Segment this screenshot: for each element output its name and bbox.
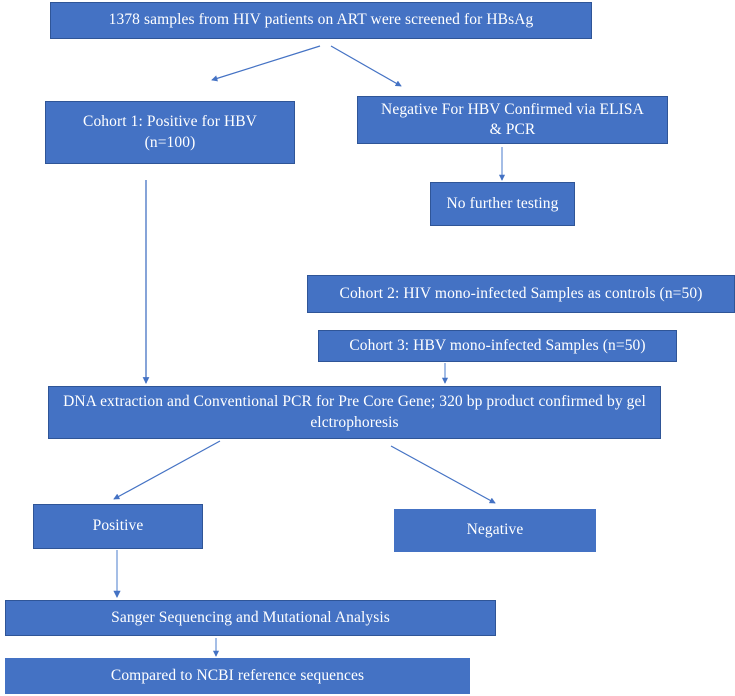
node-cohort-2-label: Cohort 2: HIV mono-infected Samples as c…	[339, 284, 703, 302]
node-negative-hbv-elisa-pcr[interactable]: Negative For HBV Confirmed via ELISA & P…	[357, 96, 668, 144]
node-dna-extraction-pcr-label: DNA extraction and Conventional PCR for …	[63, 393, 646, 431]
node-cohort-3[interactable]: Cohort 3: HBV mono-infected Samples (n=5…	[318, 330, 677, 362]
node-pcr-negative-label: Negative	[466, 521, 524, 539]
node-sanger-sequencing[interactable]: Sanger Sequencing and Mutational Analysi…	[5, 600, 496, 636]
node-screened-samples[interactable]: 1378 samples from HIV patients on ART we…	[50, 2, 592, 39]
node-pcr-positive-label: Positive	[92, 517, 144, 535]
node-pcr-positive[interactable]: Positive	[33, 504, 203, 549]
node-negative-hbv-elisa-pcr-label: Negative For HBV Confirmed via ELISA & P…	[381, 100, 644, 138]
edge-screened-to-negelisa	[330, 45, 402, 87]
edge-dna-to-negative	[390, 445, 496, 504]
node-no-further-testing-label: No further testing	[446, 194, 559, 212]
node-cohort-3-label: Cohort 3: HBV mono-infected Samples (n=5…	[349, 336, 646, 354]
node-screened-samples-label: 1378 samples from HIV patients on ART we…	[108, 11, 534, 29]
node-dna-extraction-pcr[interactable]: DNA extraction and Conventional PCR for …	[48, 386, 661, 439]
node-cohort-2[interactable]: Cohort 2: HIV mono-infected Samples as c…	[307, 275, 735, 313]
node-compared-to-ncbi[interactable]: Compared to NCBI reference sequences	[5, 658, 470, 694]
edge-dna-to-positive	[113, 440, 221, 500]
node-sanger-sequencing-label: Sanger Sequencing and Mutational Analysi…	[111, 608, 390, 626]
node-cohort-1-label: Cohort 1: Positive for HBV (n=100)	[83, 113, 257, 151]
node-cohort-1[interactable]: Cohort 1: Positive for HBV (n=100)	[45, 101, 295, 164]
node-no-further-testing[interactable]: No further testing	[430, 182, 575, 226]
edge-screened-to-cohort1	[211, 45, 321, 82]
node-pcr-negative[interactable]: Negative	[394, 509, 596, 552]
node-compared-to-ncbi-label: Compared to NCBI reference sequences	[110, 666, 365, 684]
